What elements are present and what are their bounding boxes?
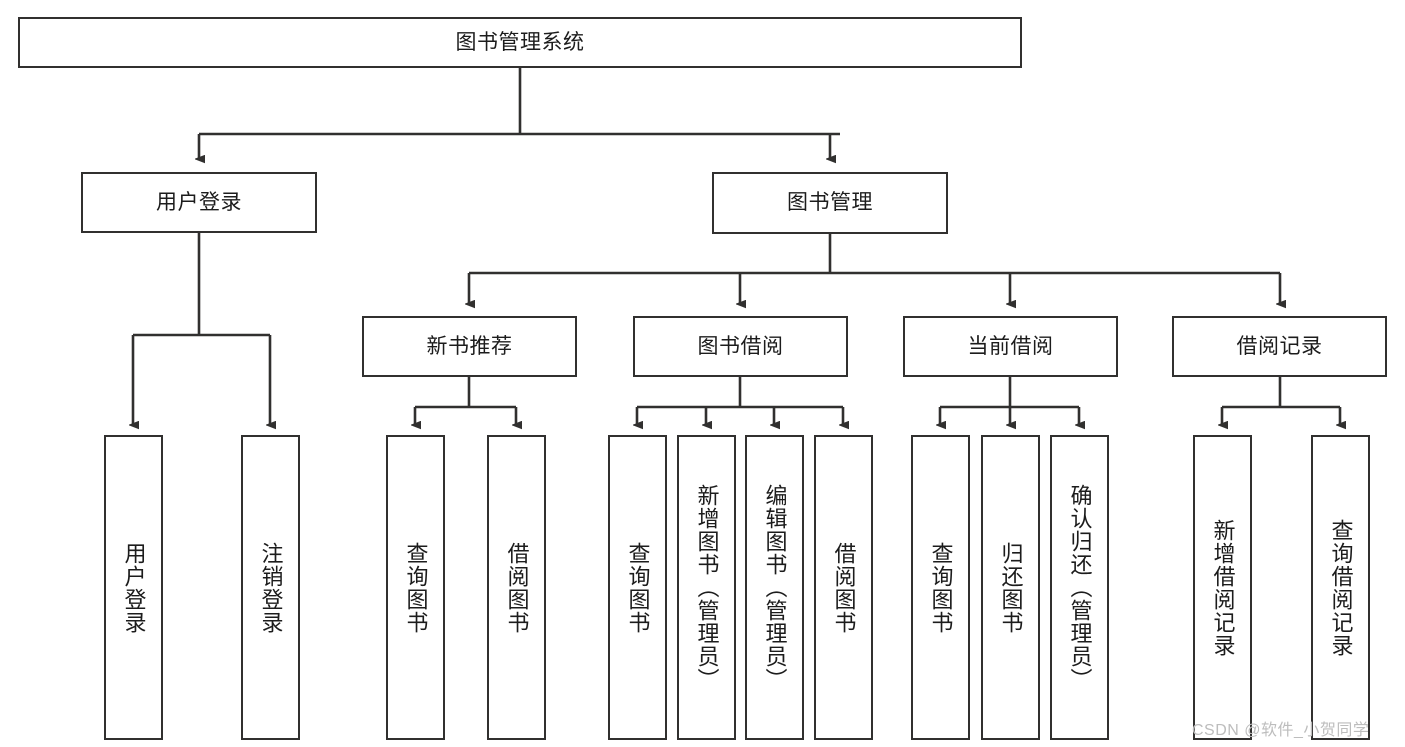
node-root[interactable]: 图书管理系统 xyxy=(18,17,1022,68)
leaf-label: 查询图书 xyxy=(403,541,429,634)
leaf-return-books[interactable]: 归还图书 xyxy=(981,435,1040,740)
leaf-edit-book-admin[interactable]: 编辑图书（管理员） xyxy=(745,435,804,740)
leaf-query-borrow-record[interactable]: 查询借阅记录 xyxy=(1311,435,1370,740)
leaf-borrow-books-recommend[interactable]: 借阅图书 xyxy=(487,435,546,740)
node-book-management[interactable]: 图书管理 xyxy=(712,172,948,234)
leaf-add-book-admin[interactable]: 新增图书（管理员） xyxy=(677,435,736,740)
leaf-query-books-borrow[interactable]: 查询图书 xyxy=(608,435,667,740)
csdn-watermark: CSDN @软件_小贺同学 xyxy=(1192,722,1370,739)
node-current-borrow[interactable]: 当前借阅 xyxy=(903,316,1118,377)
leaf-label: 查询图书 xyxy=(625,541,651,634)
leaf-label: 查询借阅记录 xyxy=(1328,518,1354,657)
leaf-label: 借阅图书 xyxy=(504,541,530,634)
leaf-confirm-return-admin[interactable]: 确认归还（管理员） xyxy=(1050,435,1109,740)
leaf-query-books-current[interactable]: 查询图书 xyxy=(911,435,970,740)
leaf-query-books-recommend[interactable]: 查询图书 xyxy=(386,435,445,740)
node-new-book-recommend[interactable]: 新书推荐 xyxy=(362,316,577,377)
leaf-label: 编辑图书（管理员） xyxy=(762,484,788,691)
leaf-label: 用户登录 xyxy=(121,541,147,634)
leaf-label: 注销登录 xyxy=(258,541,284,634)
leaf-label: 确认归还（管理员） xyxy=(1067,484,1093,691)
node-user-login[interactable]: 用户登录 xyxy=(81,172,317,233)
leaf-add-borrow-record[interactable]: 新增借阅记录 xyxy=(1193,435,1252,740)
leaf-label: 查询图书 xyxy=(928,541,954,634)
node-book-borrow[interactable]: 图书借阅 xyxy=(633,316,848,377)
leaf-logout[interactable]: 注销登录 xyxy=(241,435,300,740)
leaf-label: 新增图书（管理员） xyxy=(694,484,720,691)
leaf-user-login[interactable]: 用户登录 xyxy=(104,435,163,740)
leaf-borrow-books[interactable]: 借阅图书 xyxy=(814,435,873,740)
leaf-label: 新增借阅记录 xyxy=(1210,518,1236,657)
leaf-label: 借阅图书 xyxy=(831,541,857,634)
node-borrow-record[interactable]: 借阅记录 xyxy=(1172,316,1387,377)
leaf-label: 归还图书 xyxy=(998,541,1024,634)
